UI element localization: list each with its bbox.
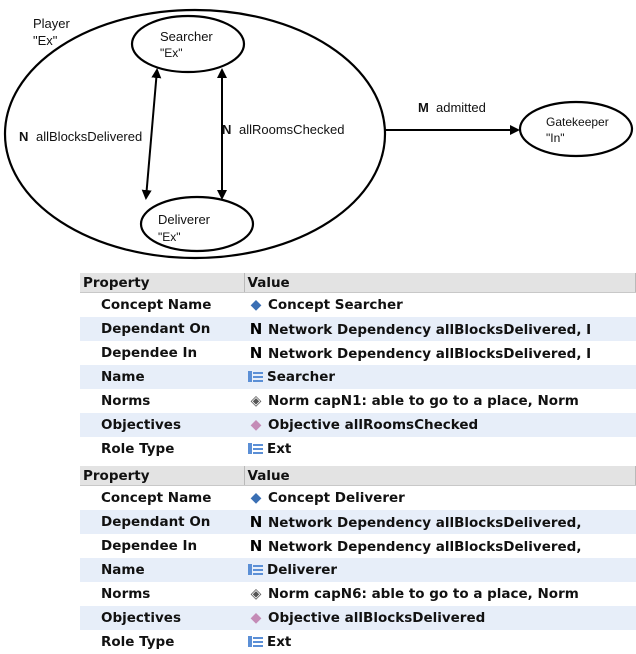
property-value: Network Dependency allBlocksDelivered, I bbox=[268, 346, 592, 362]
property-name: Norms bbox=[80, 582, 244, 606]
table-row[interactable]: Dependee In N Network Dependency allBlock… bbox=[80, 341, 636, 365]
gatekeeper-type: "In" bbox=[546, 131, 565, 145]
table-row[interactable]: Norms ◈ Norm capN6: able to go to a place… bbox=[80, 582, 636, 606]
edge-right-mark: N bbox=[222, 122, 231, 137]
concept-icon: ◆ bbox=[250, 490, 262, 506]
property-value: Network Dependency allBlocksDelivered, I bbox=[268, 322, 592, 338]
property-name: Dependant On bbox=[80, 317, 244, 341]
property-value: Objective allRoomsChecked bbox=[268, 417, 479, 433]
property-column-header[interactable]: Property bbox=[80, 466, 245, 486]
table-row[interactable]: Dependant On N Network Dependency allBloc… bbox=[80, 510, 636, 534]
network-icon: N bbox=[249, 513, 263, 531]
table-row[interactable]: Norms ◈ Norm capN1: able to go to a place… bbox=[80, 389, 636, 413]
property-value: Concept Deliverer bbox=[268, 490, 405, 506]
table-row[interactable]: Objectives ◆ Objective allBlocksDelivered bbox=[80, 606, 636, 630]
property-value: Network Dependency allBlocksDelivered, bbox=[268, 515, 582, 531]
player-type: "Ex" bbox=[33, 33, 58, 48]
property-name: Dependee In bbox=[80, 341, 244, 365]
gatekeeper-label: Gatekeeper bbox=[546, 115, 609, 129]
player-label: Player bbox=[33, 16, 71, 31]
deliverer-properties-table: Property Value Concept Name ◆ Concept Del… bbox=[80, 466, 636, 654]
table-row[interactable]: Objectives ◆ Objective allRoomsChecked bbox=[80, 413, 636, 437]
property-name: Name bbox=[80, 365, 244, 389]
norm-icon: ◈ bbox=[250, 586, 262, 602]
table-row[interactable]: Dependee In N Network Dependency allBlock… bbox=[80, 534, 636, 558]
property-name: Role Type bbox=[80, 437, 244, 461]
property-value: Deliverer bbox=[267, 562, 338, 578]
edge-left-mark: N bbox=[19, 129, 28, 144]
property-value: Ext bbox=[267, 441, 292, 457]
player-ellipse bbox=[3, 8, 387, 260]
property-value: Network Dependency allBlocksDelivered, bbox=[268, 539, 582, 555]
table-row[interactable]: Concept Name ◆ Concept Deliverer bbox=[80, 485, 636, 510]
searcher-properties-table: Property Value Concept Name ◆ Concept Sea… bbox=[80, 273, 636, 461]
objective-icon: ◆ bbox=[250, 417, 262, 433]
value-column-header[interactable]: Value bbox=[244, 273, 636, 293]
edge-out-mark: M bbox=[418, 100, 429, 115]
norm-icon: ◈ bbox=[250, 393, 262, 409]
property-name: Name bbox=[80, 558, 244, 582]
list-icon bbox=[248, 443, 263, 454]
edge-out-label: admitted bbox=[436, 100, 486, 115]
table-row[interactable]: Dependant On N Network Dependency allBloc… bbox=[80, 317, 636, 341]
objective-icon: ◆ bbox=[250, 610, 262, 626]
searcher-node[interactable] bbox=[130, 14, 246, 74]
list-icon bbox=[248, 636, 263, 647]
property-name: Concept Name bbox=[80, 292, 244, 317]
property-name: Objectives bbox=[80, 413, 244, 437]
property-name: Objectives bbox=[80, 606, 244, 630]
property-name: Role Type bbox=[80, 630, 244, 654]
edge-all-blocks-delivered bbox=[141, 68, 162, 200]
property-column-header[interactable]: Property bbox=[80, 273, 245, 293]
table-row[interactable]: Role Type Ext bbox=[80, 630, 636, 654]
property-value: Ext bbox=[267, 634, 292, 650]
deliverer-node[interactable] bbox=[139, 195, 255, 253]
network-icon: N bbox=[249, 537, 263, 555]
list-icon bbox=[248, 371, 263, 382]
table-row[interactable]: Name Deliverer bbox=[80, 558, 636, 582]
property-value: Concept Searcher bbox=[268, 297, 403, 313]
property-value: Searcher bbox=[267, 369, 336, 385]
deliverer-label: Deliverer bbox=[158, 212, 211, 227]
property-name: Norms bbox=[80, 389, 244, 413]
property-name: Concept Name bbox=[80, 485, 244, 510]
property-value: Objective allBlocksDelivered bbox=[268, 610, 486, 626]
list-icon bbox=[248, 564, 263, 575]
table-header-row: Property Value bbox=[80, 273, 636, 293]
property-name: Dependant On bbox=[80, 510, 244, 534]
property-value: Norm capN6: able to go to a place, Norm bbox=[268, 586, 579, 602]
table-row[interactable]: Role Type Ext bbox=[80, 437, 636, 461]
role-diagram: Player "Ex" Searcher "Ex" Deliverer "Ex"… bbox=[3, 8, 634, 260]
gatekeeper-node[interactable] bbox=[518, 100, 634, 158]
edge-left-label: allBlocksDelivered bbox=[36, 129, 142, 144]
property-value: Norm capN1: able to go to a place, Norm bbox=[268, 393, 579, 409]
network-icon: N bbox=[249, 344, 263, 362]
network-icon: N bbox=[249, 320, 263, 338]
edge-right-label: allRoomsChecked bbox=[239, 122, 345, 137]
searcher-label: Searcher bbox=[160, 29, 213, 44]
table-row[interactable]: Name Searcher bbox=[80, 365, 636, 389]
concept-icon: ◆ bbox=[250, 297, 262, 313]
searcher-type: "Ex" bbox=[160, 46, 183, 60]
property-name: Dependee In bbox=[80, 534, 244, 558]
table-row[interactable]: Concept Name ◆ Concept Searcher bbox=[80, 292, 636, 317]
table-header-row: Property Value bbox=[80, 466, 636, 486]
deliverer-type: "Ex" bbox=[158, 230, 181, 244]
value-column-header[interactable]: Value bbox=[244, 466, 636, 486]
